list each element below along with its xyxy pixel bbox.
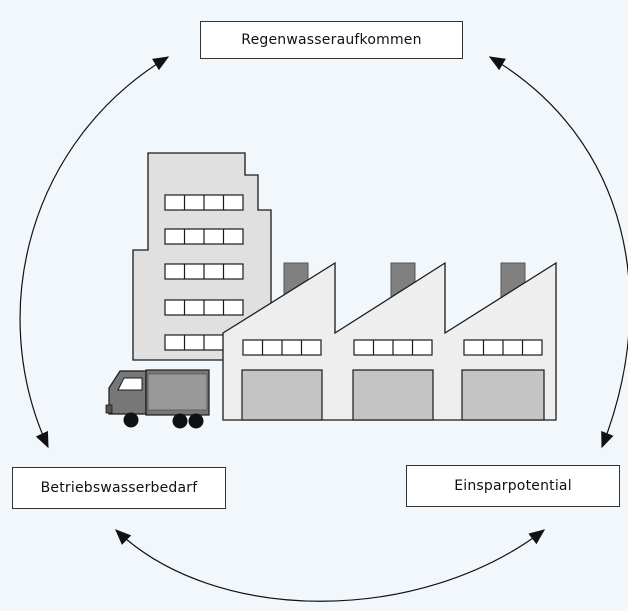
truck-wheels: [123, 412, 204, 429]
label-top-text: Regenwasseraufkommen: [241, 32, 422, 48]
truck-illustration: [105, 369, 210, 429]
label-regenwasseraufkommen: Regenwasseraufkommen: [200, 21, 463, 59]
factory-windows: [242, 339, 543, 356]
arrow-top-to-right: [488, 56, 628, 449]
label-einsparpotential: Einsparpotential: [406, 465, 620, 507]
label-right-text: Einsparpotential: [454, 478, 572, 494]
cycle-arrows: [19, 56, 628, 602]
label-betriebswasserbedarf: Betriebswasserbedarf: [12, 467, 226, 509]
factory-chimneys: [283, 262, 526, 298]
factory-gates: [241, 369, 545, 421]
factory-illustration: [222, 261, 557, 421]
label-left-text: Betriebswasserbedarf: [40, 480, 198, 496]
arrow-left-to-top: [19, 56, 170, 449]
arrow-left-to-right: [115, 529, 546, 602]
